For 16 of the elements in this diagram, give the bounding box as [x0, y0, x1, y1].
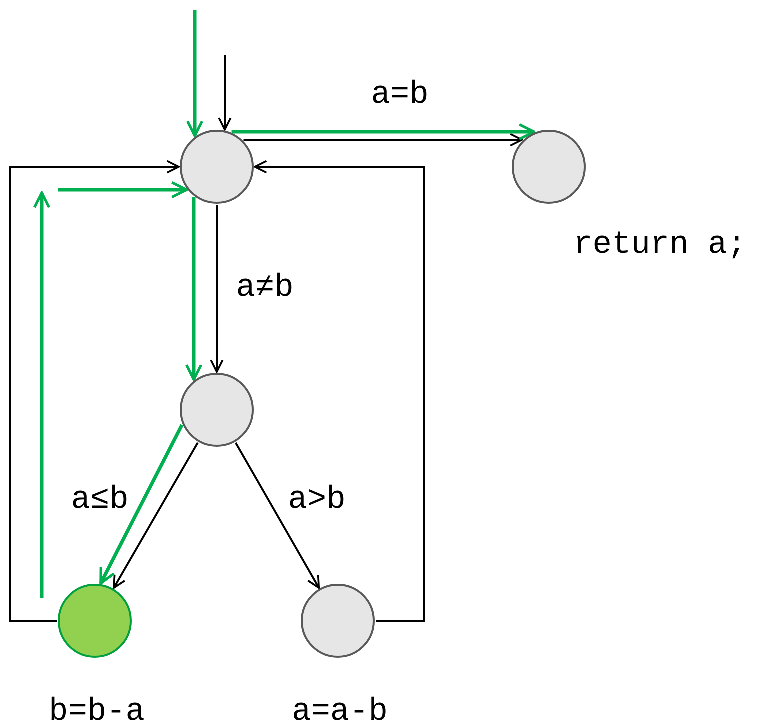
arrow — [244, 133, 524, 147]
circle-node — [180, 373, 254, 447]
arrow — [58, 181, 188, 199]
node-caption: return a; — [574, 229, 746, 261]
arrow — [254, 160, 425, 622]
arrow — [185, 197, 203, 382]
arrow — [210, 205, 224, 373]
arrow — [186, 10, 204, 138]
arrow — [218, 55, 232, 131]
arrow — [235, 442, 320, 589]
arrow — [113, 442, 199, 590]
arrow — [9, 160, 180, 622]
node-caption: b=b-a — [49, 696, 145, 726]
node-caption: a=a-b — [292, 696, 388, 726]
arrow — [99, 424, 184, 585]
arrow — [232, 123, 536, 141]
